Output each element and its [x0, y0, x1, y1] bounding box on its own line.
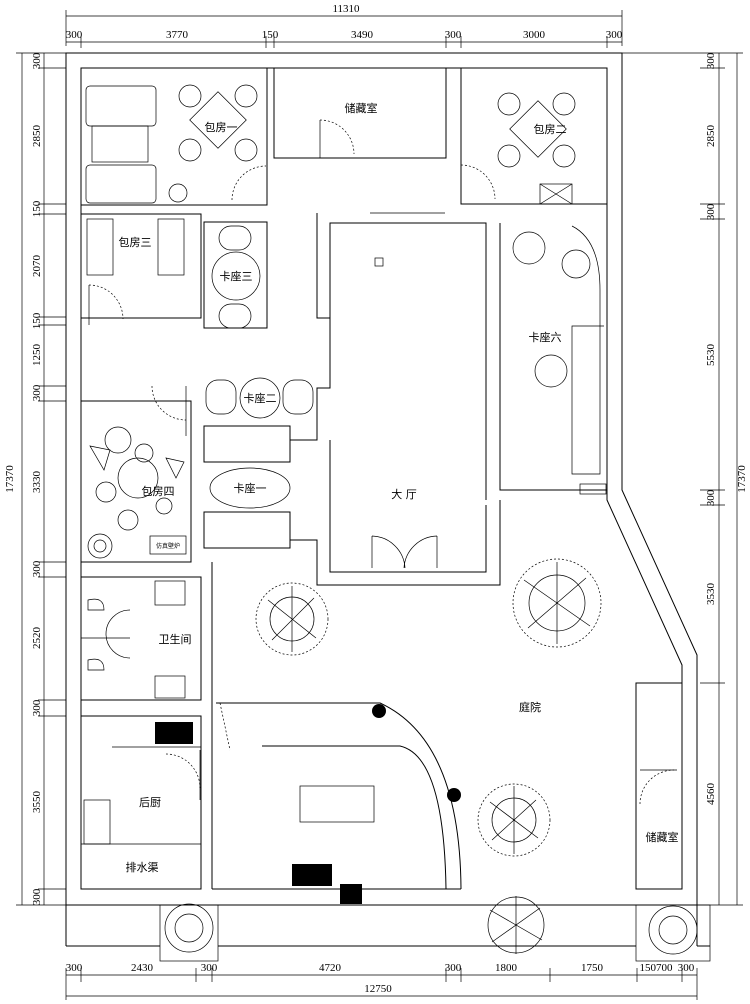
drain-label: 排水渠 — [126, 860, 159, 874]
planter-icon — [635, 904, 711, 962]
bottom-dimension-segment: 300 — [445, 962, 462, 974]
booth-3-label: 卡座三 — [220, 269, 253, 283]
tree-icon — [512, 558, 602, 648]
storage-top: 储藏室 — [273, 67, 447, 159]
private-room-4: 仿真壁炉 包房四 — [80, 385, 192, 563]
booth-3: 卡座三 — [203, 221, 268, 329]
hall: 大 厅 — [289, 212, 501, 586]
left-dimension-segment: 2070 — [31, 255, 43, 278]
tree-icon — [477, 783, 551, 857]
left-dimension-segment: 300 — [31, 699, 43, 716]
courtyard-label: 庭院 — [519, 700, 541, 714]
bottom-dimension-segment: 300 — [201, 962, 218, 974]
left-dimension-segment: 150 — [31, 312, 43, 329]
fireplace-label: 仿真壁炉 — [156, 542, 180, 550]
top-dimension-segment: 300 — [66, 29, 83, 41]
top-total-dimension: 11310 — [332, 3, 360, 15]
bottom-dimension-segment: 300 — [66, 962, 83, 974]
booth-1-label: 卡座一 — [234, 481, 267, 495]
bottom-dimension-group: 300 2430 300 4720 300 1800 1750 150700 3… — [65, 962, 698, 1000]
right-dimension-group: 17370 300 2850 300 5530 300 3530 4560 — [622, 52, 748, 906]
booth-6: 卡座六 — [499, 223, 607, 495]
right-dimension-segment: 4560 — [705, 783, 717, 806]
top-dimension-segment: 300 — [445, 29, 462, 41]
booth-2: 卡座二 — [205, 377, 314, 419]
top-dimension-group: 11310 300 3770 150 3490 300 3000 300 — [65, 3, 623, 48]
top-dimension-segment: 300 — [606, 29, 623, 41]
left-dimension-segment: 3330 — [31, 471, 43, 494]
private-room-1: 包房一 — [80, 67, 268, 206]
right-dimension-segment: 5530 — [705, 344, 717, 367]
restroom-label: 卫生间 — [159, 632, 192, 646]
back-kitchen: 后厨 排水渠 — [80, 715, 202, 890]
right-dimension-segment: 300 — [705, 489, 717, 506]
storage-bottom-label: 储藏室 — [646, 830, 679, 844]
bottom-dimension-segment: 300 — [678, 962, 695, 974]
right-dimension-segment: 3530 — [705, 583, 717, 606]
outer-walls — [65, 52, 710, 947]
bottom-dimension-segment: 150700 — [640, 962, 674, 974]
top-dimension-segment: 3490 — [351, 29, 374, 41]
bottom-dimension-segment: 4720 — [319, 962, 342, 974]
right-total-dimension: 17370 — [736, 465, 748, 493]
right-dimension-segment: 300 — [705, 52, 717, 69]
right-dimension-segment: 300 — [705, 203, 717, 220]
booth-2-label: 卡座二 — [244, 391, 277, 405]
left-total-dimension: 17370 — [4, 465, 16, 493]
left-dimension-segment: 300 — [31, 384, 43, 401]
top-dimension-segment: 3000 — [523, 29, 546, 41]
bottom-dimension-segment: 2430 — [131, 962, 154, 974]
left-dimension-segment: 2520 — [31, 627, 43, 650]
tree-icon — [487, 896, 545, 954]
planter-icon — [159, 903, 219, 962]
bottom-dimension-segment: 1750 — [581, 962, 604, 974]
right-dimension-segment: 2850 — [705, 125, 717, 148]
left-dimension-segment: 300 — [31, 560, 43, 577]
left-dimension-segment: 1250 — [31, 344, 43, 367]
hall-label: 大 厅 — [391, 487, 417, 501]
private-room-4-label: 包房四 — [142, 485, 175, 498]
left-dimension-segment: 150 — [31, 200, 43, 217]
left-dimension-segment: 2850 — [31, 125, 43, 148]
left-dimension-segment: 3550 — [31, 791, 43, 814]
top-dimension-segment: 3770 — [166, 29, 189, 41]
left-dimension-segment: 300 — [31, 888, 43, 905]
private-room-1-label: 包房一 — [205, 121, 238, 134]
top-dimension-segment: 150 — [262, 29, 279, 41]
courtyard: 庭院 — [211, 562, 541, 904]
private-room-2-label: 包房二 — [534, 123, 567, 136]
storage-top-label: 储藏室 — [345, 101, 378, 115]
bottom-dimension-segment: 1800 — [495, 962, 518, 974]
storage-bottom: 储藏室 — [635, 682, 683, 890]
bottom-total-dimension: 12750 — [364, 983, 392, 995]
left-dimension-segment: 300 — [31, 52, 43, 69]
left-dimension-group: 17370 300 2850 150 2070 150 1250 300 333… — [4, 52, 66, 906]
back-kitchen-label: 后厨 — [139, 796, 161, 809]
tree-icon — [255, 582, 329, 656]
private-room-2: 包房二 — [460, 67, 608, 205]
private-room-3: 包房三 — [80, 213, 202, 325]
restroom: 卫生间 — [80, 576, 202, 701]
booth-1: 卡座一 — [203, 425, 291, 549]
private-room-3-label: 包房三 — [119, 236, 152, 249]
booth-6-label: 卡座六 — [529, 330, 562, 344]
